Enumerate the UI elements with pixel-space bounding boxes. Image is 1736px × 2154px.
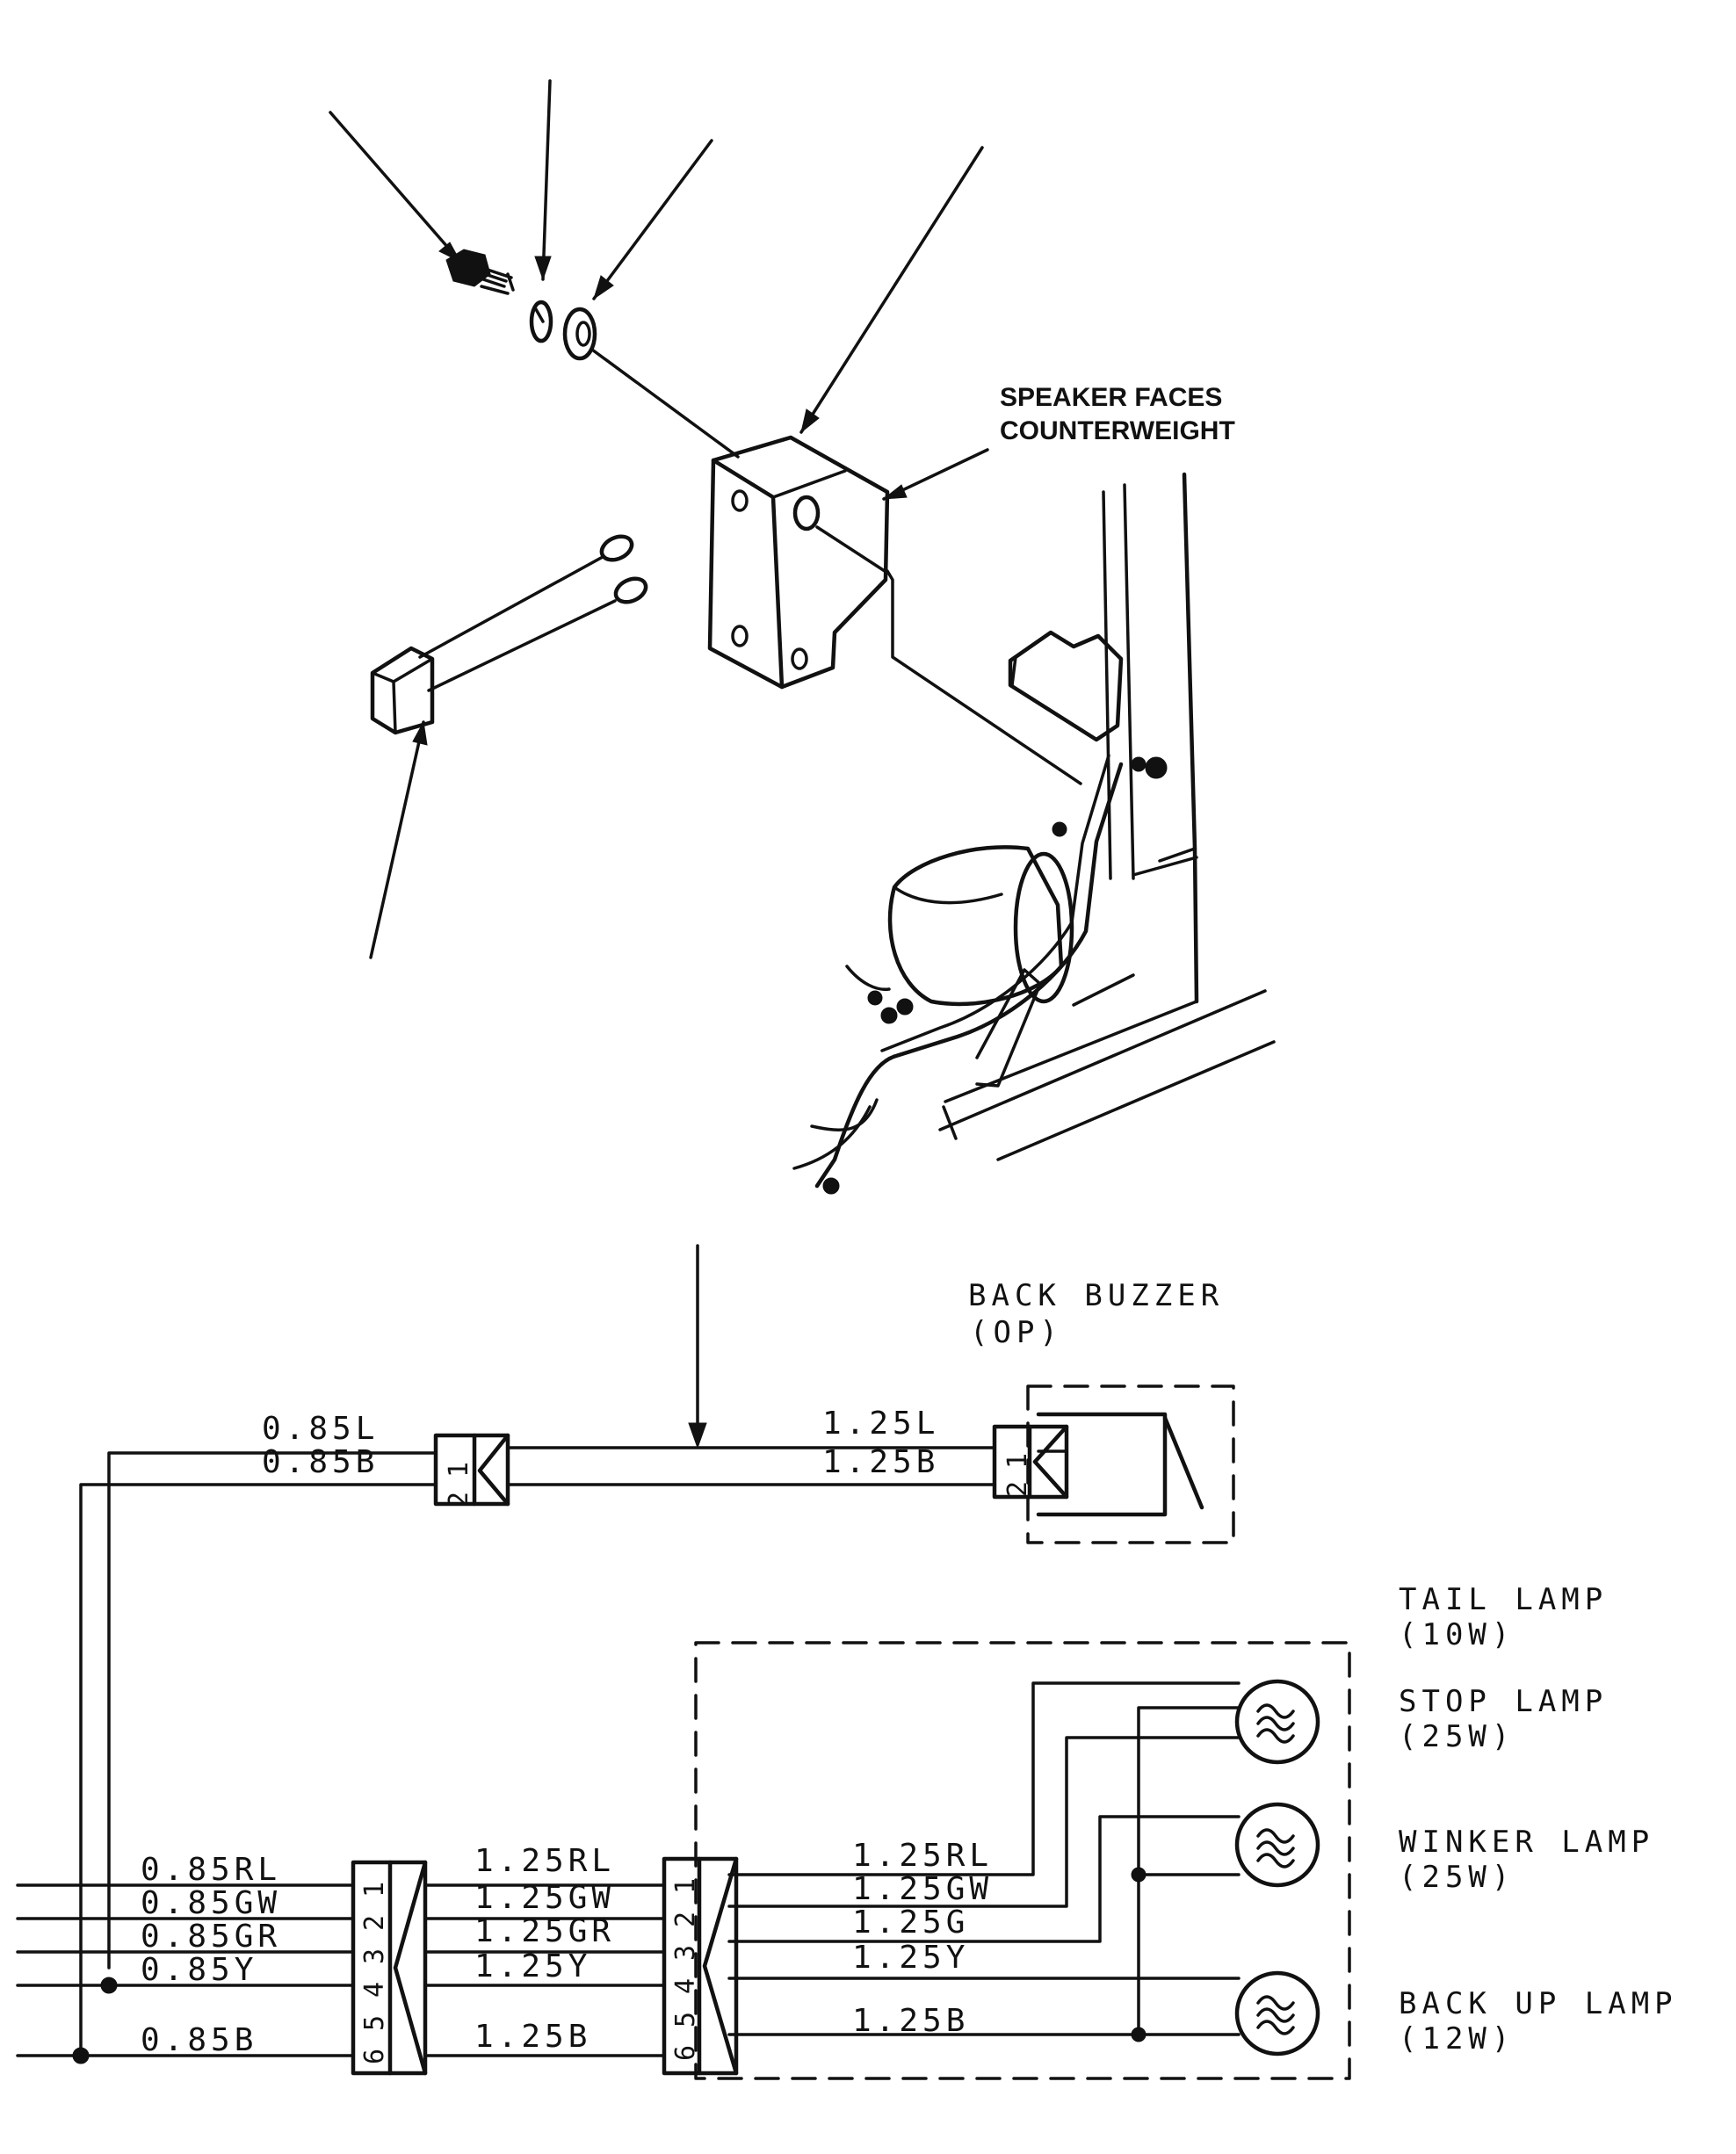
wire-label-1.25L: 1.25L bbox=[822, 1406, 939, 1442]
wire-label-0.85Y: 0.85Y bbox=[141, 1952, 257, 1988]
svg-text:2: 2 bbox=[444, 1492, 474, 1507]
buzzer-wires bbox=[79, 1446, 1068, 2057]
svg-text:1: 1 bbox=[444, 1462, 474, 1478]
svg-text:1: 1 bbox=[359, 1882, 390, 1897]
wire-label-1.25GW-mid: 1.25GW bbox=[474, 1880, 615, 1916]
wire-label-1.25RL-right: 1.25RL bbox=[852, 1838, 993, 1874]
svg-text:4: 4 bbox=[670, 1978, 701, 1994]
lamp-group-box bbox=[694, 1641, 1351, 2080]
flat-washer-icon bbox=[562, 307, 597, 361]
svg-text:3: 3 bbox=[359, 1948, 390, 1964]
svg-text:1: 1 bbox=[1002, 1453, 1033, 1469]
wire-label-1.25G-right: 1.25G bbox=[852, 1905, 969, 1941]
schematic: BACK BUZZER (OP) 1 2 1 2 bbox=[16, 1244, 1678, 2080]
winker-lamp-label: WINKER LAMP bbox=[1399, 1825, 1654, 1860]
winker-lamp-icon bbox=[1234, 1802, 1320, 1888]
wire-label-1.25GR-mid: 1.25GR bbox=[474, 1913, 615, 1949]
stop-lamp-label: STOP LAMP bbox=[1399, 1684, 1608, 1719]
lock-washer-icon bbox=[529, 300, 553, 343]
svg-text:2: 2 bbox=[359, 1915, 390, 1931]
wire-label-1.25Y-mid: 1.25Y bbox=[474, 1948, 591, 1984]
wire-label-1.25B: 1.25B bbox=[822, 1444, 939, 1480]
bolt-icon bbox=[445, 249, 515, 295]
buzzer-body-icon bbox=[792, 754, 1168, 1195]
lamp-wires bbox=[727, 1681, 1241, 2042]
svg-text:2: 2 bbox=[670, 1912, 701, 1927]
buzzer-connector-right: 1 2 bbox=[992, 1424, 1069, 1500]
frame-column-icon bbox=[938, 472, 1276, 1161]
svg-text:5: 5 bbox=[359, 2015, 390, 2031]
tail-lamp-label: TAIL LAMP bbox=[1399, 1582, 1608, 1617]
svg-text:6: 6 bbox=[359, 2049, 390, 2064]
wire-label-1.25B-right: 1.25B bbox=[852, 2003, 969, 2039]
speaker-note-line2: COUNTERWEIGHT bbox=[1000, 416, 1235, 445]
speaker-note-line1: SPEAKER FACES bbox=[1000, 383, 1222, 412]
wire-label-0.85GW: 0.85GW bbox=[141, 1885, 281, 1921]
exploded-view: SPEAKER FACES COUNTERWEIGHT bbox=[329, 79, 1276, 1195]
wire-label-0.85L: 0.85L bbox=[262, 1411, 379, 1447]
back-buzzer-label: BACK BUZZER bbox=[968, 1278, 1224, 1313]
winker-lamp-rating: (25W) bbox=[1399, 1860, 1515, 1895]
backup-lamp-rating: (12W) bbox=[1399, 2021, 1515, 2056]
backup-lamp-label: BACK UP LAMP bbox=[1399, 1986, 1678, 2021]
svg-text:6: 6 bbox=[670, 2045, 701, 2061]
svg-text:3: 3 bbox=[670, 1945, 701, 1961]
six-pin-connector-right: 1 2 3 4 5 6 bbox=[662, 1856, 739, 2076]
svg-text:2: 2 bbox=[1002, 1481, 1033, 1497]
wire-label-1.25Y-right: 1.25Y bbox=[852, 1940, 969, 1976]
wire-label-0.85B: 0.85B bbox=[141, 2022, 257, 2058]
wire-label-0.85B: 0.85B bbox=[262, 1444, 379, 1480]
wire-label-0.85RL: 0.85RL bbox=[141, 1852, 281, 1888]
six-pin-connector-left: 1 2 3 4 5 6 bbox=[351, 1860, 428, 2076]
wire-label-1.25GW-right: 1.25GW bbox=[852, 1871, 993, 1907]
stop-lamp-rating: (25W) bbox=[1399, 1719, 1515, 1754]
back-buzzer-sub-label: (OP) bbox=[970, 1315, 1063, 1350]
svg-text:5: 5 bbox=[670, 2012, 701, 2028]
wire-label-0.85GR: 0.85GR bbox=[141, 1919, 281, 1955]
backup-lamp-icon bbox=[1234, 1970, 1320, 2056]
wire-label-1.25B-mid: 1.25B bbox=[474, 2019, 591, 2055]
buzzer-lead-connector-icon bbox=[370, 534, 648, 735]
back-buzzer-box bbox=[1026, 1384, 1235, 1544]
callout-arrows bbox=[329, 79, 989, 959]
tail-lamp-rating: (10W) bbox=[1399, 1617, 1515, 1652]
speaker-bracket-icon bbox=[707, 435, 1082, 785]
main-harness-wires bbox=[16, 1883, 666, 2064]
wire-label-1.25RL-mid: 1.25RL bbox=[474, 1843, 615, 1879]
svg-text:4: 4 bbox=[359, 1982, 390, 1998]
buzzer-connector-left: 1 2 bbox=[433, 1433, 510, 1507]
svg-text:1: 1 bbox=[670, 1878, 701, 1894]
tail-stop-lamp-icon bbox=[1234, 1679, 1320, 1765]
